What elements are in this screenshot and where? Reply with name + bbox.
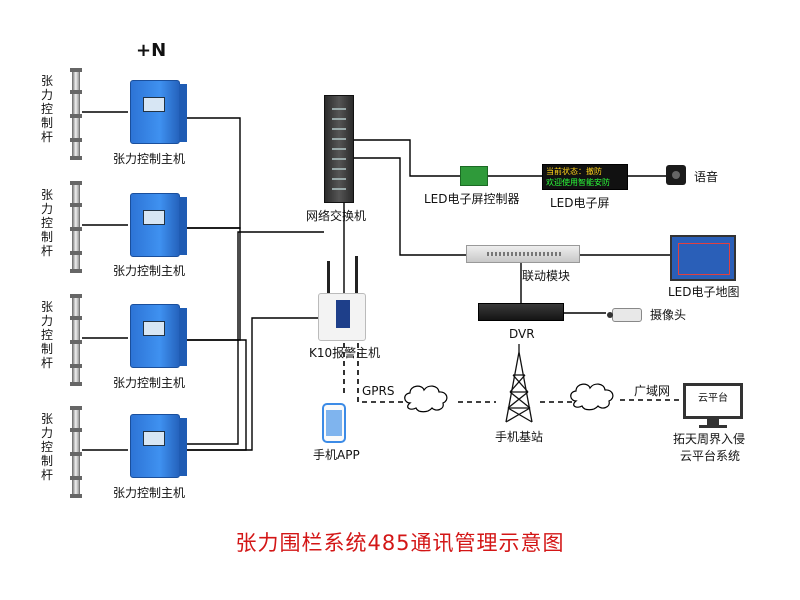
wire-bus-b bbox=[180, 339, 247, 451]
phone-icon bbox=[322, 403, 346, 443]
wire-switch-ledctl bbox=[354, 139, 460, 177]
switch-label: 网络交换机 bbox=[306, 209, 367, 223]
wireless-alarm-gprs bbox=[357, 343, 410, 403]
host-label-1: 张力控制主机 bbox=[113, 152, 186, 166]
led-controller bbox=[460, 166, 488, 186]
tension-post-1 bbox=[70, 68, 82, 160]
phone-app-label: 手机APP bbox=[313, 448, 360, 462]
post-label-2: 张力控制杆 bbox=[40, 188, 53, 258]
base-station-icon bbox=[505, 344, 533, 423]
speaker-label: 语音 bbox=[694, 170, 719, 184]
base-station-label: 手机基站 bbox=[495, 430, 544, 444]
wire-bus-outer bbox=[180, 117, 241, 229]
tension-post-3 bbox=[70, 294, 82, 386]
led-screen-line2: 欢迎使用智能安防 bbox=[546, 178, 610, 187]
cloud-platform-label-1: 拓天周界入侵 bbox=[673, 432, 746, 446]
alarm-host bbox=[318, 293, 366, 341]
wire-bus-a bbox=[180, 227, 241, 341]
gprs-label: GPRS bbox=[362, 384, 395, 398]
camera-label: 摄像头 bbox=[650, 308, 687, 322]
post-label-4: 张力控制杆 bbox=[40, 412, 53, 482]
host-label-4: 张力控制主机 bbox=[113, 486, 186, 500]
led-screen-line1: 当前状态：撤防 bbox=[546, 167, 602, 176]
antenna-left-icon bbox=[327, 261, 330, 295]
linkage-module bbox=[466, 245, 580, 263]
tension-host-2 bbox=[130, 193, 187, 257]
wire-switch-link bbox=[354, 157, 466, 256]
tension-host-3 bbox=[130, 304, 187, 368]
monitor-stand bbox=[707, 419, 719, 425]
monitor-screen-text: 云平台 bbox=[698, 393, 728, 404]
led-map bbox=[670, 235, 736, 281]
led-screen: 当前状态：撤防 欢迎使用智能安防 bbox=[542, 164, 628, 190]
host-label-2: 张力控制主机 bbox=[113, 264, 186, 278]
led-controller-label: LED电子屏控制器 bbox=[424, 192, 520, 206]
cloud-left-icon bbox=[404, 385, 448, 413]
cloud-platform-label-2: 云平台系统 bbox=[680, 449, 741, 463]
host-label-3: 张力控制主机 bbox=[113, 376, 186, 390]
tension-host-4 bbox=[130, 414, 187, 478]
speaker-icon bbox=[666, 165, 686, 185]
alarm-host-label: K10报警主机 bbox=[309, 346, 381, 360]
dvr-label: DVR bbox=[509, 327, 535, 341]
wire-bus-c bbox=[180, 317, 318, 451]
wire-bus-d bbox=[180, 231, 324, 445]
led-map-label: LED电子地图 bbox=[668, 285, 740, 299]
monitor-icon bbox=[683, 383, 743, 419]
wan-label: 广域网 bbox=[634, 384, 671, 398]
led-screen-label: LED电子屏 bbox=[550, 196, 610, 210]
diagram-title: 张力围栏系统485通讯管理示意图 bbox=[235, 531, 565, 555]
link-module-label: 联动模块 bbox=[522, 269, 571, 283]
cloud-right-icon bbox=[570, 383, 614, 411]
tension-post-4 bbox=[70, 406, 82, 498]
post-label-1: 张力控制杆 bbox=[40, 74, 53, 144]
camera-icon bbox=[607, 308, 642, 322]
dvr-device bbox=[478, 303, 564, 321]
tension-post-2 bbox=[70, 181, 82, 273]
network-switch bbox=[324, 95, 354, 203]
monitor-base bbox=[699, 425, 727, 428]
post-label-3: 张力控制杆 bbox=[40, 300, 53, 370]
tension-host-1 bbox=[130, 80, 187, 144]
plus-n-label: +N bbox=[136, 40, 167, 61]
antenna-right-icon bbox=[355, 256, 358, 295]
